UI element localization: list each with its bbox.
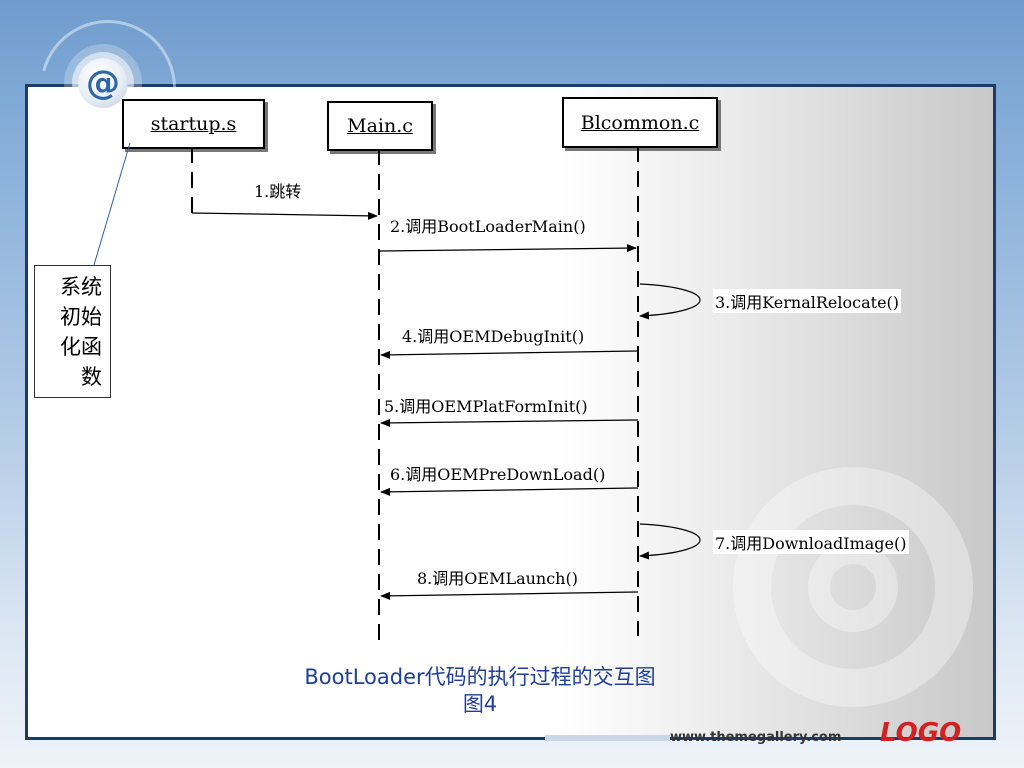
caption-line-2: 图4 (462, 692, 498, 716)
footer-bar (545, 735, 670, 741)
participant-blcommon: Blcommon.c (562, 97, 718, 148)
note-connector (93, 142, 131, 266)
content-frame (25, 84, 996, 740)
arrow-2 (378, 244, 637, 253)
message-label-3: 3.调用KernalRelocate() (713, 289, 902, 313)
side-note: 系统 初始 化函 数 (34, 265, 111, 398)
participant-main: Main.c (327, 101, 433, 151)
side-note-line: 系统 (60, 275, 102, 299)
diagram-caption: BootLoader代码的执行过程的交互图 图4 (250, 664, 710, 718)
arrow-3-loop (639, 283, 701, 320)
message-label-1: 1.跳转 (254, 182, 302, 201)
participant-label: Main.c (347, 115, 413, 137)
caption-line-1: BootLoader代码的执行过程的交互图 (304, 665, 656, 689)
arrow-1 (191, 211, 378, 220)
participant-startup: startup.s (122, 99, 265, 149)
footer-logo: LOGO (880, 718, 962, 748)
participant-label: startup.s (150, 113, 237, 135)
arrow-6 (380, 487, 639, 496)
arrow-4 (380, 350, 639, 359)
message-label-7: 7.调用DownloadImage() (713, 530, 909, 554)
side-note-line: 数 (81, 365, 102, 389)
at-sign-icon: @ (78, 58, 128, 108)
participant-label: Blcommon.c (580, 111, 700, 134)
side-note-line: 化函 (60, 335, 102, 359)
message-label-5: 5.调用OEMPlatFormInit() (384, 397, 588, 416)
arrow-8 (380, 591, 639, 600)
footer-url: www.themegallery.com (670, 730, 842, 745)
message-label-8: 8.调用OEMLaunch() (417, 569, 578, 588)
message-label-6: 6.调用OEMPreDownLoad() (390, 465, 606, 484)
message-label-4: 4.调用OEMDebugInit() (402, 327, 585, 346)
arrow-5 (380, 418, 639, 427)
arrow-7-loop (639, 523, 701, 560)
message-label-2: 2.调用BootLoaderMain() (390, 217, 586, 236)
side-note-line: 初始 (60, 305, 102, 329)
